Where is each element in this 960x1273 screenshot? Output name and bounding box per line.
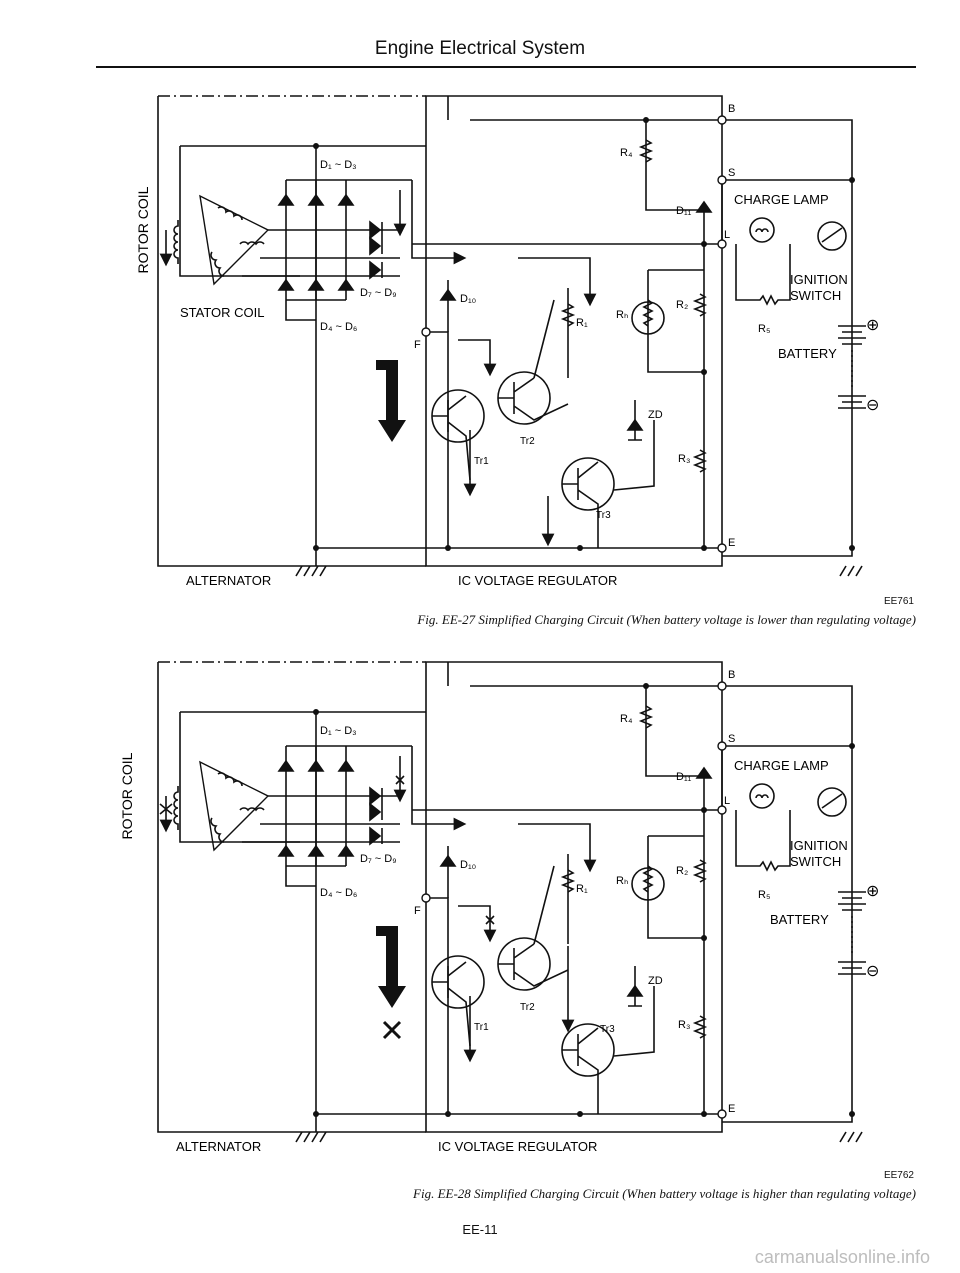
terminal-f-label: F — [414, 339, 421, 351]
header-rule — [96, 66, 916, 68]
rh-label: Rₕ — [616, 309, 628, 321]
d10-label: D₁₀ — [460, 293, 476, 305]
stator-coil-label: STATOR COIL — [180, 305, 265, 320]
switch-label: SWITCH — [790, 854, 841, 869]
figure-caption-2: Fig. EE-28 Simplified Charging Circuit (… — [413, 1186, 916, 1201]
d10-label: D₁₀ — [460, 859, 476, 871]
d1-d3-label: D₁ ~ D₃ — [320, 725, 357, 737]
charging-circuit-diagram-1: ROTOR COIL STATOR COIL D₁ ~ D₃ D₇ ~ D₉ D… — [135, 95, 879, 588]
d11-label: D₁₁ — [676, 205, 692, 217]
battery-minus-icon: ⊖ — [866, 397, 879, 414]
switch-label: SWITCH — [790, 288, 841, 303]
figure-code-2: EE762 — [883, 1170, 914, 1181]
rotor-coil-label: ROTOR COIL — [119, 752, 135, 839]
regulator-label: IC VOLTAGE REGULATOR — [438, 1139, 597, 1154]
terminal-b-label: B — [728, 669, 735, 681]
r3-label: R₃ — [678, 453, 690, 465]
r1-label: R₁ — [576, 883, 588, 895]
page-header-title: Engine Electrical System — [374, 38, 586, 59]
page-number: EE-11 — [462, 1222, 498, 1237]
d4-d6-label: D₄ ~ D₆ — [320, 321, 357, 333]
ignition-label: IGNITION — [790, 838, 848, 853]
rh-label: Rₕ — [616, 875, 628, 887]
charging-circuit-diagram-2: ROTOR COIL D₁ ~ D₃ D₇ ~ D₉ D₄ ~ D₆ D₁₀ D… — [119, 661, 879, 1154]
tr1-label: Tr1 — [474, 1022, 489, 1033]
r5-label: R₅ — [758, 889, 770, 901]
terminal-l-label: L — [724, 229, 730, 241]
rotor-coil-label: ROTOR COIL — [135, 186, 151, 273]
d7-d9-label: D₇ ~ D₉ — [360, 287, 397, 299]
terminal-e-label: E — [728, 537, 735, 549]
r2-label: R₂ — [676, 865, 688, 877]
figure-caption-1: Fig. EE-27 Simplified Charging Circuit (… — [417, 612, 916, 627]
terminal-s-label: S — [728, 733, 735, 745]
r4-label: R₄ — [620, 147, 633, 159]
battery-label: BATTERY — [778, 346, 837, 361]
battery-minus-icon: ⊖ — [866, 963, 879, 980]
tr2-label: Tr2 — [520, 1002, 535, 1013]
watermark: carmanualsonline.info — [754, 1247, 930, 1267]
terminal-f-label: F — [414, 905, 421, 917]
charge-lamp-label: CHARGE LAMP — [734, 192, 829, 207]
battery-label: BATTERY — [770, 912, 829, 927]
battery-plus-icon: ⊕ — [866, 883, 879, 900]
d7-d9-label: D₇ ~ D₉ — [360, 853, 397, 865]
r2-label: R₂ — [676, 299, 688, 311]
terminal-s-label: S — [728, 167, 735, 179]
r4-label: R₄ — [620, 713, 633, 725]
figure-code-1: EE761 — [883, 596, 914, 607]
alternator-box-outline — [157, 96, 426, 567]
d4-d6-label: D₄ ~ D₆ — [320, 887, 357, 899]
charge-lamp-label: CHARGE LAMP — [734, 758, 829, 773]
d1-d3-label: D₁ ~ D₃ — [320, 159, 357, 171]
tr1-label: Tr1 — [474, 456, 489, 467]
terminal-l-label: L — [724, 795, 730, 807]
regulator-label: IC VOLTAGE REGULATOR — [458, 573, 617, 588]
alternator-label: ALTERNATOR — [186, 573, 271, 588]
tr3-label: Tr3 — [596, 510, 611, 521]
battery-plus-icon: ⊕ — [866, 317, 879, 334]
ignition-label: IGNITION — [790, 272, 848, 287]
r5-label: R₅ — [758, 323, 770, 335]
tr3-label: Tr3 — [600, 1024, 615, 1035]
terminal-e-label: E — [728, 1103, 735, 1115]
alternator-label: ALTERNATOR — [176, 1139, 261, 1154]
d11-label: D₁₁ — [676, 771, 692, 783]
terminal-b-label: B — [728, 103, 735, 115]
zd-label: ZD — [648, 409, 663, 421]
zd-label: ZD — [648, 975, 663, 987]
tr2-label: Tr2 — [520, 436, 535, 447]
r1-label: R₁ — [576, 317, 588, 329]
r3-label: R₃ — [678, 1019, 690, 1031]
